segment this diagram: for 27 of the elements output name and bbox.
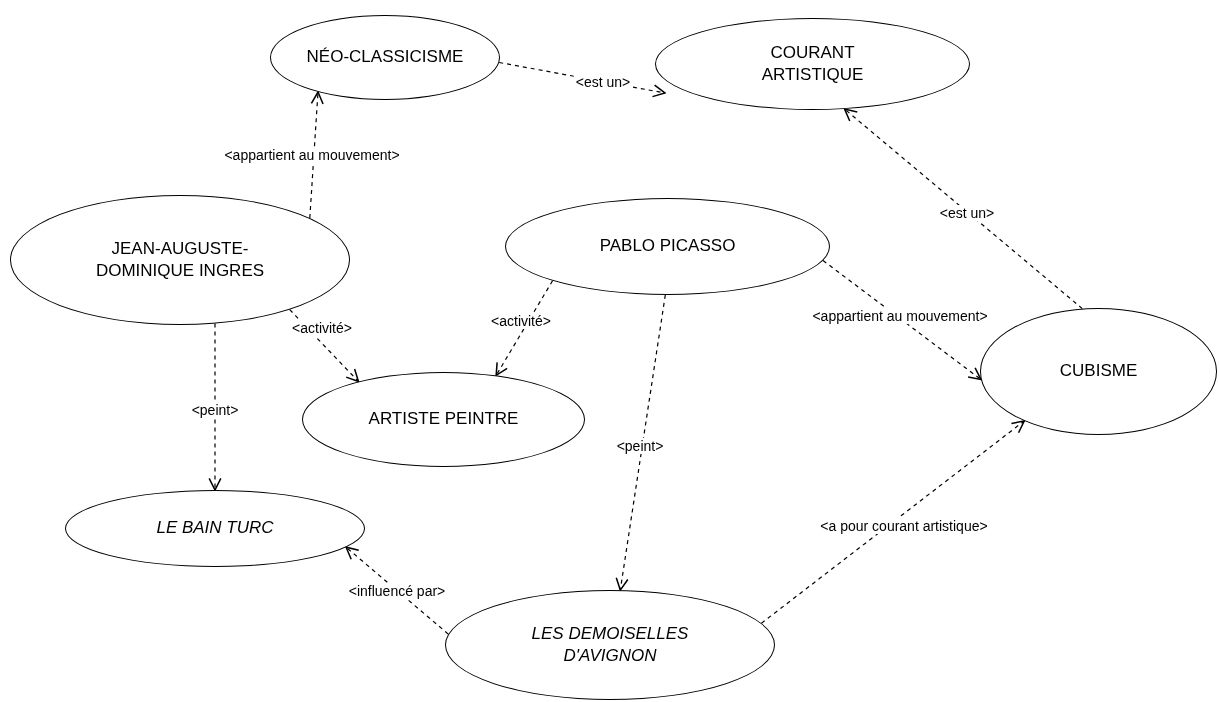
dashed-arrow [843, 108, 1083, 310]
dashed-arrow [615, 294, 666, 591]
dashed-arrow [822, 259, 982, 381]
edge-label: <appartient au mouvement> [810, 308, 990, 324]
dashed-arrow [345, 546, 449, 635]
dashed-arrow [289, 309, 360, 383]
dashed-arrow [495, 280, 554, 377]
node-text: LES DEMOISELLES D'AVIGNON [530, 622, 690, 667]
edge-label: <peint> [189, 402, 241, 418]
edge-label: <influencé par> [346, 583, 448, 599]
node-text: LE BAIN TURC [156, 517, 274, 540]
edge-label: <activité> [489, 313, 553, 329]
node-text: ARTISTE PEINTRE [368, 408, 519, 431]
dashed-arrow [760, 420, 1025, 624]
node-text: PABLO PICASSO [599, 235, 736, 258]
edge-label: <est un> [937, 205, 997, 221]
edge-label: <activité> [290, 320, 354, 336]
node-text: COURANT ARTISTIQUE [760, 41, 865, 86]
node-text: CUBISME [1059, 360, 1138, 383]
dashed-arrow [309, 91, 324, 219]
dashed-arrow [208, 323, 222, 491]
edge-label: <est un> [573, 74, 633, 90]
edge-label: <peint> [614, 438, 666, 454]
node-text: NÉO-CLASSICISME [306, 46, 464, 69]
node-text: JEAN-AUGUSTE-DOMINIQUE INGRES [94, 237, 266, 282]
edge-label: <a pour courant artistique> [818, 518, 990, 534]
edge-label: <appartient au mouvement> [222, 147, 402, 163]
